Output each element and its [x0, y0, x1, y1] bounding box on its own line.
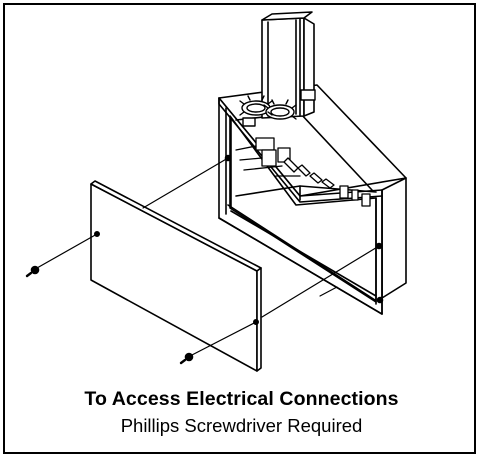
caption-title: To Access Electrical Connections [84, 388, 399, 410]
internal-components [235, 137, 371, 207]
burner-assembly [239, 89, 316, 127]
screw [25, 265, 40, 278]
screw [179, 352, 194, 365]
assembly-lines [36, 157, 380, 357]
cabinet-screw-holes [224, 154, 384, 304]
access-panel [90, 180, 262, 372]
caption-subtitle: Phillips Screwdriver Required [120, 415, 363, 436]
